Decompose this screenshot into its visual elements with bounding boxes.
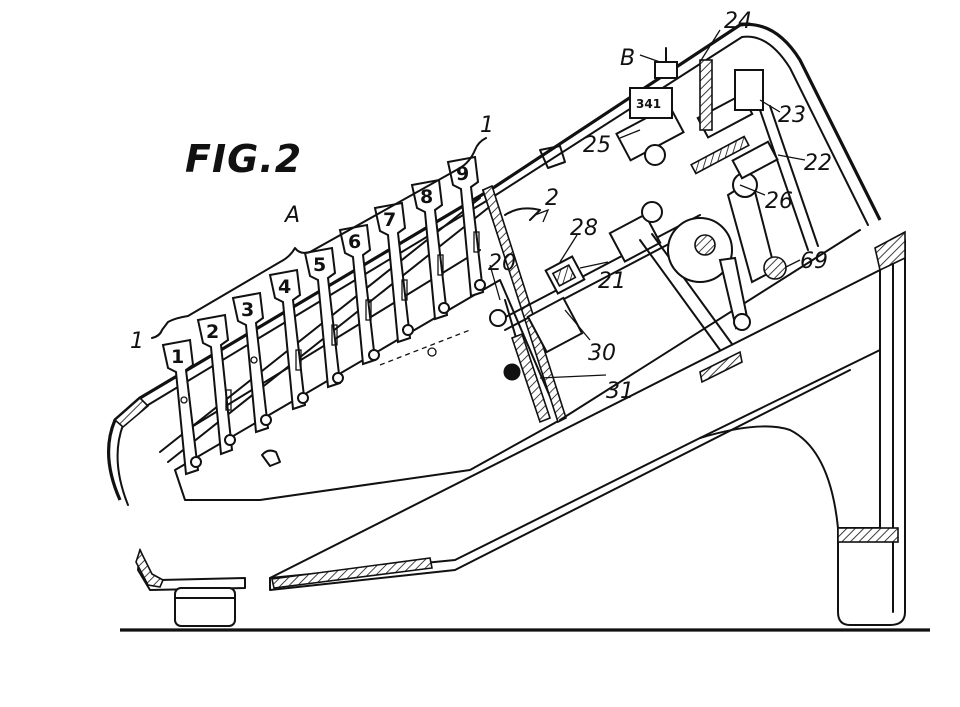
svg-text:2: 2 (206, 321, 219, 343)
keyboard-bank: 1 2 3 4 5 6 (159, 155, 489, 476)
number-window (629, 87, 673, 119)
group-bracket (151, 137, 487, 339)
key-6[interactable]: 6 (338, 223, 380, 366)
base-frame (269, 230, 906, 626)
window-digits: 341 (636, 97, 661, 111)
ref-28: 28 (570, 216, 598, 241)
ref-1-right: 1 (480, 113, 494, 138)
main-housing (107, 22, 882, 506)
base-hatch-corner (874, 230, 906, 272)
svg-text:1: 1 (171, 346, 184, 368)
base-hatch-front (271, 557, 433, 589)
svg-text:5: 5 (313, 254, 326, 276)
key-1[interactable]: 1 (161, 338, 202, 476)
svg-text:3: 3 (241, 299, 254, 321)
svg-text:6: 6 (348, 231, 361, 253)
ref-31: 31 (606, 379, 634, 404)
shaft-69 (763, 256, 787, 280)
svg-text:7: 7 (383, 209, 396, 231)
group-label-a: A (283, 203, 300, 228)
key-4[interactable]: 4 (268, 268, 309, 411)
key-5[interactable]: 5 (303, 246, 344, 389)
svg-text:4: 4 (278, 276, 291, 298)
key-9[interactable]: 9 (446, 155, 486, 298)
ref-69: 69 (800, 249, 828, 274)
ref-21: 21 (598, 269, 626, 294)
rubber-foot (174, 587, 236, 627)
ref-20: 20 (488, 251, 516, 276)
svg-text:8: 8 (420, 186, 433, 208)
leader-lines (489, 29, 806, 379)
ref-1-left: 1 (130, 329, 144, 354)
section-label-b: B (620, 46, 635, 71)
frame-hatch-mid (699, 350, 743, 384)
front-foot (135, 547, 246, 627)
key-3[interactable]: 3 (231, 291, 272, 434)
mechanism: 341 (489, 47, 819, 424)
key-2[interactable]: 2 (196, 313, 236, 456)
key-8[interactable]: 8 (410, 178, 450, 321)
ref-24: 24 (724, 9, 752, 34)
ref-26: 26 (765, 189, 793, 214)
ref-30: 30 (588, 341, 616, 366)
base-hatch-rear (837, 527, 899, 543)
pivot-dot (503, 363, 521, 381)
key-cavity (174, 279, 561, 501)
ref-23: 23 (778, 103, 806, 128)
ref-22: 22 (804, 151, 832, 176)
partition-hatch (482, 184, 567, 424)
key-7[interactable]: 7 (373, 201, 414, 344)
ref-2: 2 (545, 186, 559, 211)
figure-title: FIG.2 (185, 137, 302, 181)
ref-25: 25 (583, 133, 611, 158)
